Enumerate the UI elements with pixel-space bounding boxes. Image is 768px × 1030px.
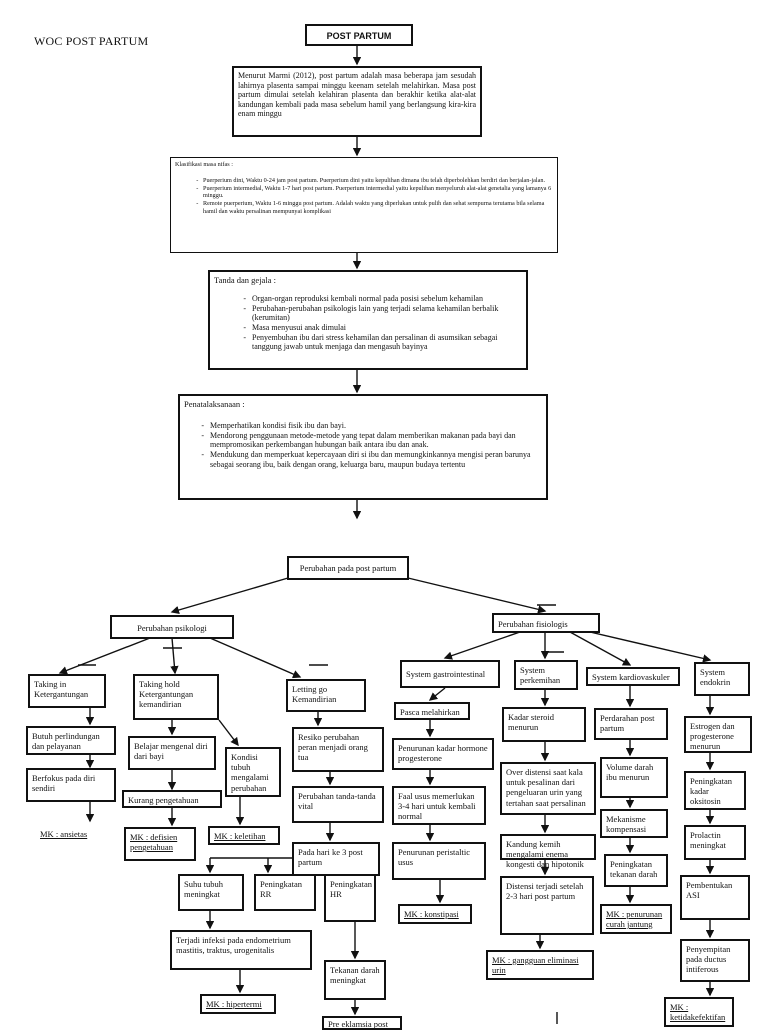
list-item: Memperhatikan kondisi fisik ibu dan bayi… (210, 421, 542, 431)
box-berfokus: Berfokus pada diri sendiri (26, 768, 116, 802)
box-perubahan-fisiologis: Perubahan fisiologis (492, 613, 600, 633)
box-penatalaksanaan: Penatalaksanaan : Memperhatikan kondisi … (178, 394, 548, 500)
mk-curah: MK : penurunan curah jantung (600, 904, 672, 934)
list-item: Organ-organ reproduksi kembali normal pa… (252, 294, 522, 304)
box-prolactin: Prolactin meningkat (684, 825, 746, 860)
list-item: Penyembuhan ibu dari stress kehamilan da… (252, 333, 522, 352)
box-perdarahan: Perdarahan post partum (594, 708, 668, 740)
box-pada-hari: Pada hari ke 3 post partum (292, 842, 380, 876)
box-steroid: Kadar steroid menurun (502, 707, 586, 742)
box-tekanan: Tekanan darah meningkat (324, 960, 386, 1000)
box-hr: Peningkatan HR (324, 874, 376, 922)
list-item: Remote puerperium, Waktu 1-6 minggu post… (203, 200, 553, 216)
list-item: Mendorong penggunaan metode-metode yang … (210, 431, 542, 450)
penatalaksanaan-heading: Penatalaksanaan : (184, 399, 245, 409)
box-resiko: Resiko perubahan peran menjadi orang tua (292, 727, 384, 772)
box-letting-go: Letting go Kemandirian (286, 679, 366, 712)
list-item: Puerperium dini, Waktu 0-24 jam post par… (203, 177, 553, 185)
box-oksitosin: Peningkatan kadar oksitosin (684, 771, 746, 810)
penatalaksanaan-list: Memperhatikan kondisi fisik ibu dan bayi… (184, 421, 542, 469)
box-definition: Menurut Marmi (2012), post partum adalah… (232, 66, 482, 137)
box-preeklamsia: Pre eklamsia post (322, 1016, 402, 1030)
box-gastro: System gastrointestinal (400, 660, 500, 688)
page-title: WOC POST PARTUM (34, 34, 149, 48)
box-penyempitan: Penyempitan pada ductus intiferous (680, 939, 750, 982)
box-asi: Pembentukan ASI (680, 875, 750, 920)
list-item: Masa menyusui anak dimulai (252, 323, 522, 333)
box-post-partum: POST PARTUM (305, 24, 413, 46)
box-perkemihan: System perkemihan (514, 660, 578, 690)
box-taking-in: Taking in Ketergantungan (28, 674, 106, 708)
box-infeksi: Terjadi infeksi pada endometrium mastiti… (170, 930, 312, 970)
mk-keletihan: MK : keletihan (208, 826, 280, 845)
mk-ketidakefektifan: MK : ketidakefektifan (664, 997, 734, 1027)
box-taking-hold: Taking hold Ketergantungan kemandirian (133, 674, 219, 720)
box-distensi: Distensi terjadi setelah 2-3 hari post p… (500, 876, 594, 935)
box-perubahan-tanda: Perubahan tanda-tanda vital (292, 786, 384, 823)
list-item: Mendukung dan memperkuat kepercayaan dir… (210, 450, 542, 469)
list-item: Perubahan-perubahan psikologis lain yang… (252, 304, 522, 323)
box-faal: Faal usus memerlukan 3-4 hari untuk kemb… (392, 786, 486, 825)
mk-defisien: MK : defisien pengetahuan (124, 827, 196, 861)
box-kondisi: Kondisi tubuh mengalami perubahan (225, 747, 281, 797)
box-rr: Peningkatan RR (254, 874, 316, 911)
box-penurunan-kadar: Penurunan kadar hormone progesterone (392, 738, 494, 770)
box-over: Over distensi saat kala untuk pesalinan … (500, 762, 596, 815)
mk-hipertermi: MK : hipertermi (200, 994, 276, 1014)
box-klasifikasi: Klasifikasi masa nifas : Puerperium dini… (170, 157, 558, 253)
box-volume: Volume darah ibu menurun (600, 757, 668, 798)
klasifikasi-list: Puerperium dini, Waktu 0-24 jam post par… (175, 177, 553, 216)
tanda-heading: Tanda dan gejala : (214, 275, 276, 285)
box-kardio: System kardiovaskuler (586, 667, 680, 686)
box-peristaltic: Penurunan peristaltic usus (392, 842, 486, 880)
box-butuh: Butuh perlindungan dan pelayanan (26, 726, 116, 755)
box-perubahan-psikologi: Perubahan psikologi (110, 615, 234, 639)
box-mekanisme: Mekanisme kompensasi (600, 809, 668, 838)
box-kurang: Kurang pengetahuan (122, 790, 222, 808)
mk-ansietas: MK : ansietas (40, 829, 88, 839)
mk-konstipasi: MK : konstipasi (398, 904, 472, 924)
list-item: Puerperium intermedial, Waktu 1-7 hari p… (203, 185, 553, 201)
box-suhu: Suhu tubuh meningkat (178, 874, 244, 911)
box-kandung: Kandung kemih mengalami enema kongesti d… (500, 834, 596, 869)
box-estrogen: Estrogen dan progesterone menurun (684, 716, 752, 753)
box-belajar: Belajar mengenal diri dari bayi (128, 736, 216, 770)
tanda-list: Organ-organ reproduksi kembali normal pa… (214, 294, 522, 352)
klasifikasi-heading: Klasifikasi masa nifas : (175, 161, 233, 168)
box-tanda-gejala: Tanda dan gejala : Organ-organ reproduks… (208, 270, 528, 370)
mk-eliminasi: MK : gangguan eliminasi urin (486, 950, 594, 980)
box-endokrin: System endokrin (694, 662, 750, 696)
box-perubahan: Perubahan pada post partum (287, 556, 409, 580)
box-tekanan-darah: Peningkatan tekanan darah (604, 854, 668, 887)
box-pasca: Pasca melahirkan (394, 702, 470, 720)
